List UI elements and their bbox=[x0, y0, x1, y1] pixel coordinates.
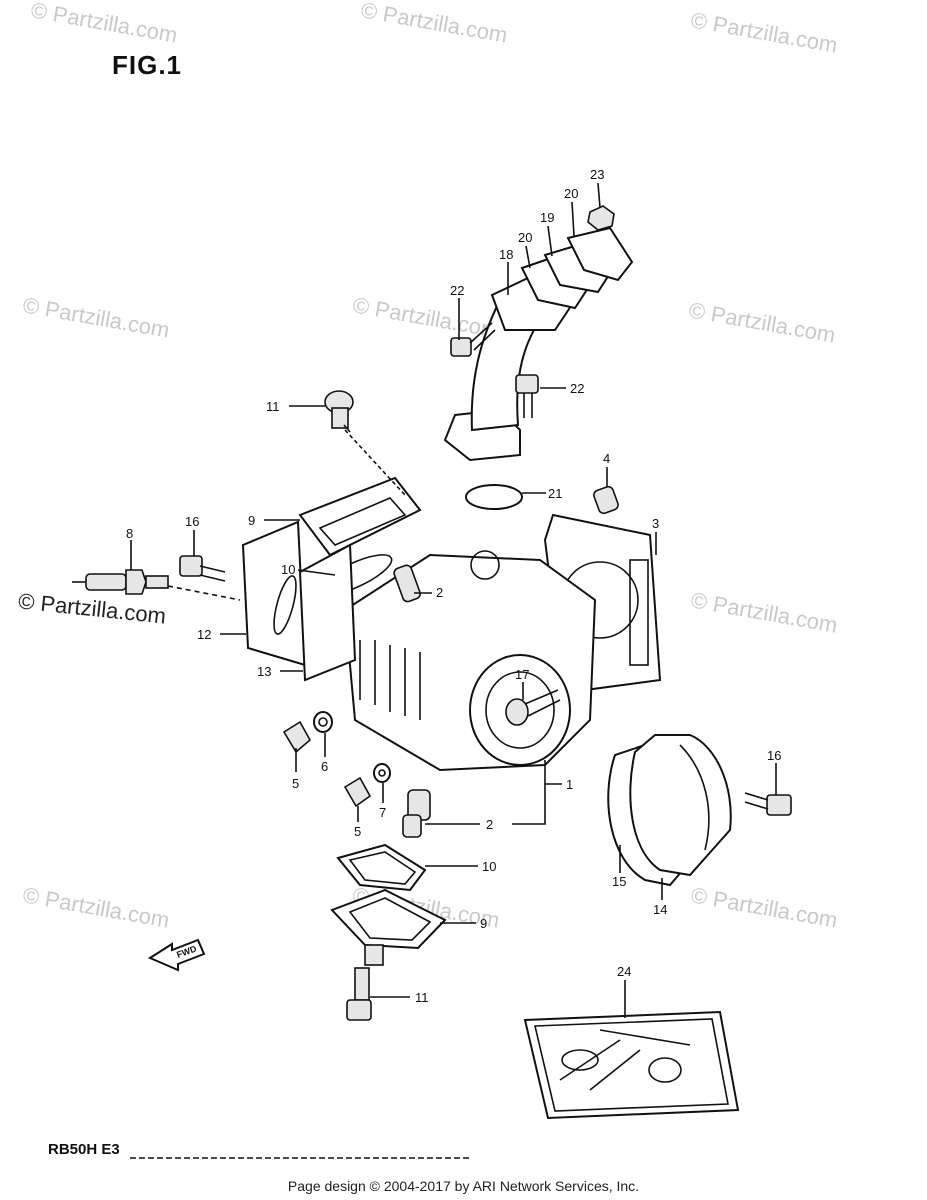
washer-7 bbox=[373, 763, 391, 783]
washer-7-hole bbox=[378, 769, 386, 777]
spark-plug-8 bbox=[72, 569, 241, 601]
callout-18: 18 bbox=[499, 247, 513, 262]
callout-5: 5 bbox=[292, 776, 299, 791]
callout-20: 20 bbox=[518, 230, 532, 245]
callout-23: 23 bbox=[590, 167, 604, 182]
leader-lines bbox=[130, 182, 777, 1018]
callout-19: 19 bbox=[540, 210, 554, 225]
callout-16: 16 bbox=[185, 514, 199, 529]
callout-10: 10 bbox=[482, 859, 496, 874]
callout-20: 20 bbox=[564, 186, 578, 201]
gasket-10-lower bbox=[336, 843, 427, 892]
callout-12: 12 bbox=[197, 627, 211, 642]
footer-credit: Page design © 2004-2017 by ARI Network S… bbox=[287, 1178, 640, 1194]
callout-3: 3 bbox=[652, 516, 659, 531]
callout-13: 13 bbox=[257, 664, 271, 679]
callout-5: 5 bbox=[354, 824, 361, 839]
side-cover-14 bbox=[629, 734, 732, 877]
callout-21: 21 bbox=[548, 486, 562, 501]
plug-5a bbox=[282, 720, 312, 754]
bolt-17 bbox=[505, 689, 561, 726]
fwd-arrow: FWD bbox=[147, 938, 206, 972]
callout-7: 7 bbox=[379, 805, 386, 820]
bolt-22b bbox=[515, 374, 539, 418]
gasket-20b bbox=[566, 226, 634, 282]
callout-11: 11 bbox=[266, 399, 280, 414]
callout-9: 9 bbox=[480, 916, 487, 931]
bolt-11-upper bbox=[324, 390, 354, 433]
callout-15: 15 bbox=[612, 874, 626, 889]
dowel-pin-4 bbox=[593, 485, 619, 515]
bolt-16-right bbox=[744, 792, 792, 816]
cover-9-lower bbox=[330, 888, 447, 966]
figure-title: FIG.1 bbox=[112, 50, 183, 80]
nut-23 bbox=[587, 205, 615, 231]
callout-17: 17 bbox=[515, 667, 529, 682]
gasket-10-lower-inner bbox=[348, 851, 417, 885]
callout-24: 24 bbox=[617, 964, 631, 979]
bolt-22a bbox=[450, 322, 496, 357]
callout-22: 22 bbox=[450, 283, 464, 298]
tube-2-lower bbox=[402, 789, 431, 838]
bolt-11-lower bbox=[346, 967, 372, 1021]
callout-10: 10 bbox=[281, 562, 295, 577]
cover-9-inner bbox=[318, 497, 407, 546]
model-code: RB50H E3 bbox=[48, 1141, 120, 1158]
plug-5b bbox=[343, 776, 372, 808]
plate-slot bbox=[273, 575, 297, 635]
callout-1: 1 bbox=[566, 777, 573, 792]
callout-2: 2 bbox=[436, 585, 443, 600]
callout-9: 9 bbox=[248, 513, 255, 528]
callout-22: 22 bbox=[570, 381, 584, 396]
spark-plug-tube-2 bbox=[393, 564, 422, 603]
gasket-set-24 bbox=[523, 1010, 740, 1120]
callout-14: 14 bbox=[653, 902, 667, 917]
callout-16: 16 bbox=[767, 748, 781, 763]
washer-6-hole bbox=[318, 717, 328, 727]
guide-line bbox=[344, 429, 406, 496]
callout-6: 6 bbox=[321, 759, 328, 774]
callout-11: 11 bbox=[415, 990, 429, 1005]
bolt-16-left bbox=[179, 555, 226, 582]
gasket-slot bbox=[629, 559, 649, 666]
callout-8: 8 bbox=[126, 526, 133, 541]
cover-rib bbox=[679, 744, 710, 851]
washer-6 bbox=[313, 711, 333, 733]
callout-2: 2 bbox=[486, 817, 493, 832]
o-ring-21 bbox=[465, 484, 523, 510]
cylinder-head-1 bbox=[343, 550, 597, 772]
callout-4: 4 bbox=[603, 451, 610, 466]
gasket-13 bbox=[298, 543, 357, 682]
